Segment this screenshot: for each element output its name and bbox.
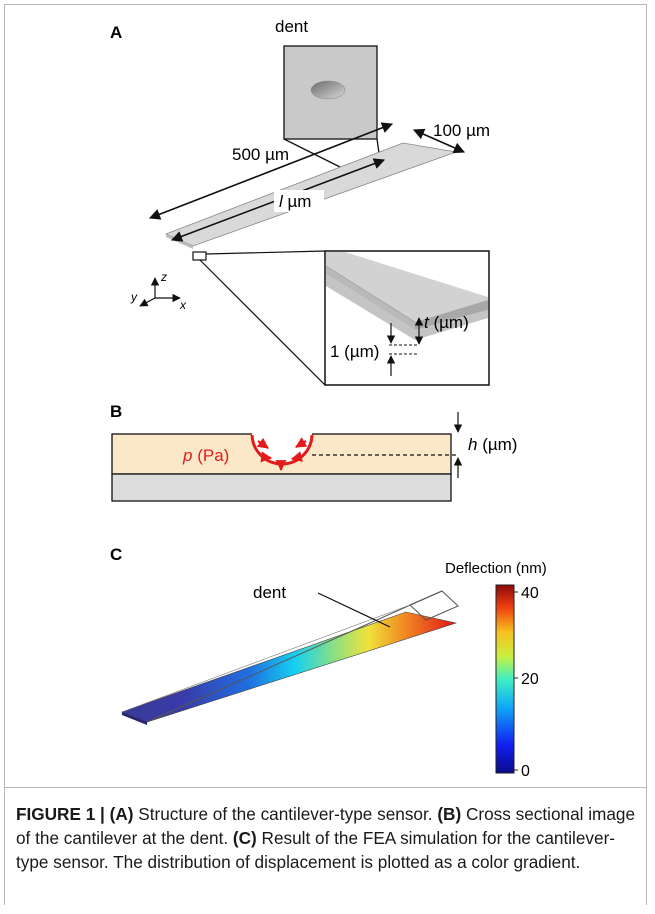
svg-text:z: z <box>160 270 167 284</box>
width-label: 100 µm <box>433 121 490 140</box>
caption-separator <box>4 787 647 788</box>
colorbar <box>495 584 515 774</box>
one-um-label: 1 (µm) <box>330 342 379 361</box>
dent-shape <box>310 80 346 100</box>
t-label: t (µm) <box>424 313 469 332</box>
caption-c-text: Result of the FEA simulation for the can… <box>16 828 616 872</box>
axes-triad: z y x <box>130 270 187 312</box>
caption-fig-label: FIGURE 1 | <box>16 804 105 824</box>
h-label: h (µm) <box>468 435 517 454</box>
panel-b: B p (Pa) h (µm) <box>110 402 517 502</box>
caption-a-tag: (A) <box>109 804 134 824</box>
panel-c-letter: C <box>110 545 122 564</box>
deflected-cantilever <box>121 611 458 723</box>
colorbar-tick-40: 40 <box>521 585 539 602</box>
colorbar-title: Deflection (nm) <box>445 560 547 577</box>
svg-text:x: x <box>179 298 187 312</box>
figure-frame <box>4 4 647 905</box>
figure-graphic: A dent 500 µm 100 µm l µm z y <box>110 17 547 780</box>
caption-b-tag: (B) <box>437 804 462 824</box>
zoom-inset: t (µm) 1 (µm) <box>324 250 490 386</box>
panel-a: A dent 500 µm 100 µm l µm z y <box>110 17 490 386</box>
caption-c-tag: (C) <box>232 828 257 848</box>
dent-label-c: dent <box>253 583 286 602</box>
length-label: 500 µm <box>232 145 289 164</box>
panel-b-letter: B <box>110 402 122 421</box>
p-label: p (Pa) <box>182 446 229 465</box>
panel-c: C dent Deflection (nm) 40 20 0 <box>110 545 547 780</box>
colorbar-tick-20: 20 <box>521 671 539 688</box>
figure-caption: FIGURE 1 | (A) Structure of the cantilev… <box>16 802 636 874</box>
panel-a-letter: A <box>110 23 122 42</box>
colorbar-tick-0: 0 <box>521 763 530 780</box>
svg-text:y: y <box>130 290 138 304</box>
cross-section-bottom-layer <box>111 473 452 502</box>
caption-b-text: Cross sectional image of the cantilever … <box>16 804 636 848</box>
dent-label-a: dent <box>275 17 308 36</box>
caption-a-text: Structure of the cantilever-type sensor. <box>133 804 438 824</box>
l-label: l µm <box>279 192 311 211</box>
